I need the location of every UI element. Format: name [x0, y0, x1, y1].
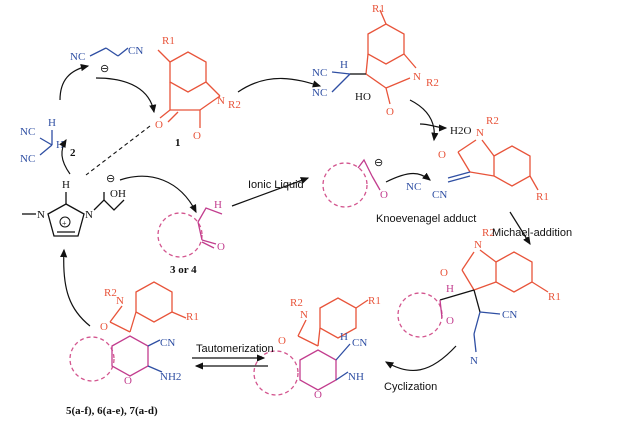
svg-text:⊖: ⊖ [100, 63, 109, 75]
spirooxindole-product: R1 N R2 O O CN NH2 [69, 281, 199, 387]
svg-text:N: N [470, 355, 478, 367]
svg-text:N: N [413, 71, 421, 83]
ionic-liquid-imidazolium: H N N + OH ⊖ [22, 173, 126, 237]
compound-3-or-4-aldehyde: H O 3 or 4 [157, 199, 225, 276]
svg-text:H: H [62, 179, 70, 191]
svg-text:O: O [438, 149, 446, 161]
ionic-liquid-label: Ionic Liquid [248, 179, 304, 191]
reaction-arrows [59, 64, 531, 372]
svg-text:N: N [85, 209, 93, 221]
compound-1-isatin: O O N R2 R1 1 [155, 35, 241, 149]
cyclization-label: Cyclization [384, 381, 437, 393]
svg-text:R2: R2 [426, 77, 439, 89]
svg-text:H: H [214, 199, 222, 211]
svg-text:OH: OH [110, 188, 126, 200]
michael-adduct: R1 N R2 O H O CN N [397, 227, 561, 367]
aldol-intermediate: R1 N R2 O HO NC NC H [312, 3, 439, 118]
svg-text:R2: R2 [104, 287, 117, 299]
svg-text:R2: R2 [290, 297, 303, 309]
svg-text:CN: CN [352, 337, 367, 349]
svg-text:CN: CN [502, 309, 517, 321]
svg-text:CN: CN [128, 45, 143, 57]
knoevenagel-label: Knoevenagel adduct [376, 213, 476, 225]
water-label: H2O [450, 125, 471, 137]
svg-text:N: N [37, 209, 45, 221]
svg-text:O: O [155, 119, 163, 131]
svg-text:N: N [474, 239, 482, 251]
svg-text:H: H [340, 59, 348, 71]
svg-text:R1: R1 [548, 291, 561, 303]
svg-text:R2: R2 [228, 99, 241, 111]
svg-text:1: 1 [175, 137, 181, 149]
svg-text:NH: NH [348, 371, 364, 383]
svg-text:N: N [116, 295, 124, 307]
svg-text:R2: R2 [482, 227, 495, 239]
svg-text:O: O [440, 267, 448, 279]
malononitrile-anion: NC CN ⊖ [70, 45, 143, 75]
svg-text:NC: NC [312, 67, 327, 79]
svg-text:NH2: NH2 [160, 371, 181, 383]
tautomerization-label: Tautomerization [196, 343, 274, 355]
products-label: 5(a-f), 6(a-e), 7(a-d) [66, 405, 158, 417]
svg-text:CN: CN [160, 337, 175, 349]
svg-text:CN: CN [432, 189, 447, 201]
cyclized-intermediate: R1 N R2 O O H CN NH [253, 295, 381, 401]
svg-text:N: N [476, 127, 484, 139]
svg-text:+: + [62, 219, 67, 228]
michael-label: Michael-addition [492, 227, 572, 239]
svg-text:R1: R1 [368, 295, 381, 307]
svg-text:H: H [340, 331, 348, 343]
compound-2-malononitrile: NC H H NC 2 [20, 117, 76, 165]
svg-text:NC: NC [20, 126, 35, 138]
svg-text:H: H [446, 283, 454, 295]
svg-text:N: N [300, 309, 308, 321]
svg-text:N: N [217, 95, 225, 107]
svg-text:O: O [380, 189, 388, 201]
enolate-intermediate: ⊖ O [322, 157, 388, 208]
svg-text:NC: NC [20, 153, 35, 165]
hydrogen-bond-line [85, 125, 151, 176]
svg-text:O: O [124, 375, 132, 387]
svg-text:R1: R1 [536, 191, 549, 203]
knoevenagel-adduct: R1 N R2 O NC CN [406, 115, 549, 203]
svg-text:O: O [446, 315, 454, 327]
svg-text:R1: R1 [372, 3, 385, 15]
svg-text:NC: NC [70, 51, 85, 63]
svg-text:H: H [48, 117, 56, 129]
svg-text:O: O [386, 106, 394, 118]
svg-text:R2: R2 [486, 115, 499, 127]
svg-text:R1: R1 [186, 311, 199, 323]
svg-text:⊖: ⊖ [374, 157, 383, 169]
svg-text:3 or 4: 3 or 4 [170, 264, 197, 276]
svg-text:NC: NC [406, 181, 421, 193]
svg-text:O: O [278, 335, 286, 347]
svg-text:O: O [100, 321, 108, 333]
svg-text:R1: R1 [162, 35, 175, 47]
svg-text:HO: HO [355, 91, 371, 103]
svg-text:2: 2 [70, 147, 76, 159]
svg-text:O: O [314, 389, 322, 401]
svg-text:O: O [193, 130, 201, 142]
svg-text:NC: NC [312, 87, 327, 99]
svg-text:⊖: ⊖ [106, 173, 115, 185]
svg-text:O: O [217, 241, 225, 253]
